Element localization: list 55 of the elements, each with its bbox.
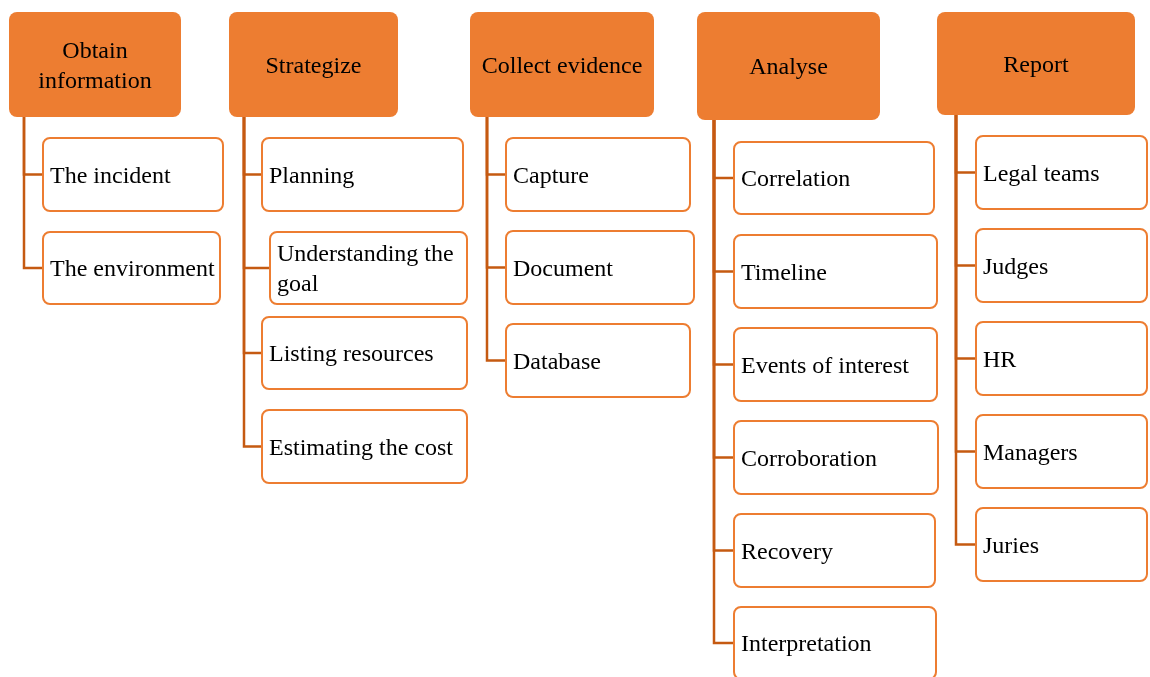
node-label: Corroboration — [741, 443, 877, 473]
connector-line — [712, 120, 733, 645]
node-label: Managers — [983, 437, 1078, 467]
connector-line — [954, 115, 975, 546]
node-label: The environment — [50, 254, 215, 283]
node-label: Events of interest — [741, 350, 909, 380]
node-label: Recovery — [741, 536, 833, 566]
node-label: Judges — [983, 251, 1049, 281]
node-label: Estimating the cost — [269, 432, 453, 462]
stage-box — [937, 12, 1135, 115]
step-box — [733, 234, 938, 309]
node-label: Understanding the goal — [277, 239, 455, 298]
stage-box — [470, 12, 654, 117]
node-label: Database — [513, 346, 601, 376]
node-label: Report — [1003, 49, 1069, 79]
node-label: Planning — [269, 160, 355, 190]
step-box — [733, 141, 935, 215]
node-label: Obtain information — [37, 35, 153, 95]
step-box — [261, 137, 464, 212]
connector-line — [22, 117, 42, 270]
step-box — [261, 316, 468, 390]
node-label: Correlation — [741, 164, 851, 193]
stage-box — [9, 12, 181, 117]
node-label: Interpretation — [741, 629, 872, 658]
connector-line — [485, 117, 505, 362]
stage-box — [229, 12, 398, 117]
step-box — [733, 420, 939, 495]
step-box — [975, 507, 1148, 582]
node-label: Listing resources — [269, 339, 434, 368]
stage-box — [697, 12, 880, 120]
step-box — [975, 228, 1148, 303]
step-box — [42, 137, 224, 212]
node-label: HR — [983, 344, 1017, 374]
node-label: Legal teams — [983, 158, 1100, 188]
step-box — [269, 231, 468, 305]
step-box — [975, 414, 1148, 489]
node-label: Capture — [513, 160, 589, 190]
node-label: Analyse — [749, 52, 828, 81]
step-box — [261, 409, 468, 484]
step-box — [975, 135, 1148, 210]
step-box — [733, 327, 938, 402]
node-label: Timeline — [741, 257, 827, 287]
step-box — [505, 137, 691, 212]
step-box — [42, 231, 221, 305]
node-label: Juries — [983, 530, 1039, 560]
node-label: Document — [513, 253, 613, 283]
node-label: Collect evidence — [481, 50, 643, 80]
node-label: The incident — [50, 160, 171, 190]
step-box — [505, 323, 691, 398]
step-box — [505, 230, 695, 305]
step-box — [733, 606, 937, 677]
connector-line — [242, 117, 261, 448]
node-label: Strategize — [265, 50, 362, 80]
step-box — [975, 321, 1148, 396]
step-box — [733, 513, 936, 588]
